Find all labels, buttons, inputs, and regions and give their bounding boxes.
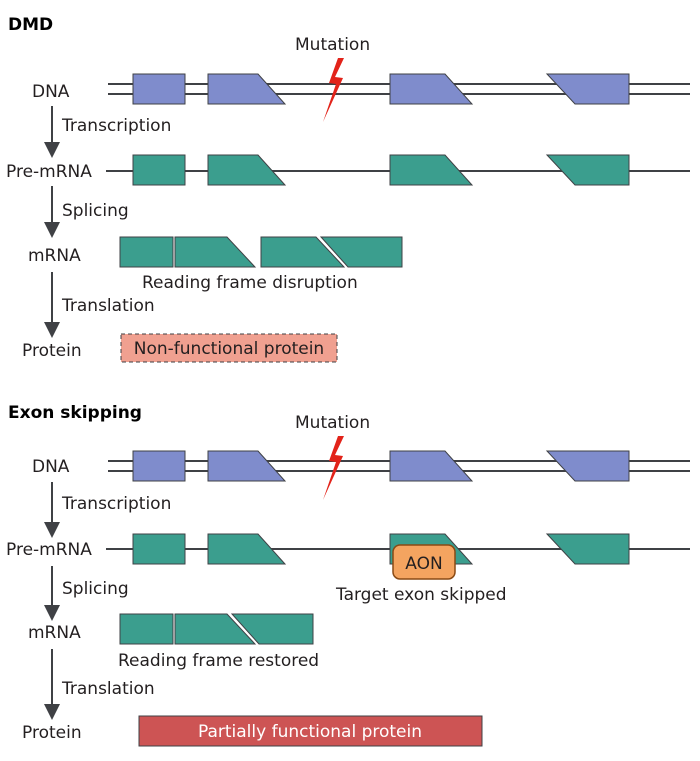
step-label-splicing: Splicing — [62, 201, 129, 221]
partial-protein-label: Partially functional protein — [198, 722, 422, 742]
dna-exon-4 — [545, 73, 630, 105]
dna-exon-2-b — [207, 450, 287, 482]
stage-label-premrna-2: Pre-mRNA — [6, 540, 92, 560]
mrna-restored — [119, 613, 314, 645]
nonfunctional-protein-box — [120, 333, 338, 363]
stage-label-mrna-2: mRNA — [28, 623, 81, 643]
stage-label-protein-2: Protein — [22, 723, 82, 743]
mutation-label: Mutation — [295, 35, 370, 55]
dna-exon-3 — [389, 73, 474, 105]
aon-note: Target exon skipped — [335, 585, 507, 605]
panel-title-dmd: DMD — [8, 15, 53, 35]
premrna-exon-1 — [132, 154, 186, 186]
stage-label-dna: DNA — [32, 82, 70, 102]
premrna-exon-3 — [389, 154, 474, 186]
step-label-splicing-2: Splicing — [62, 579, 129, 599]
aon-badge — [392, 544, 456, 580]
stage-label-mrna: mRNA — [28, 246, 81, 266]
step-label-transcription: Transcription — [61, 116, 171, 136]
stage-label-dna-2: DNA — [32, 457, 70, 477]
mrna-disrupted — [119, 236, 403, 268]
step-label-translation-2: Translation — [61, 679, 155, 699]
stage-label-protein: Protein — [22, 341, 82, 361]
premrna-exon-4-b — [545, 533, 630, 565]
aon-label: AON — [405, 554, 442, 574]
mrna-note-restored: Reading frame restored — [118, 651, 319, 671]
dna-exon-4-b — [545, 450, 630, 482]
dna-exon-3-b — [389, 450, 474, 482]
dna-exon-2 — [207, 73, 287, 105]
partial-protein-box — [138, 715, 483, 747]
premrna-exon-2-b — [207, 533, 287, 565]
mrna-note-disruption: Reading frame disruption — [142, 273, 358, 293]
step-label-translation: Translation — [61, 296, 155, 316]
nonfunctional-protein-label: Non-functional protein — [134, 339, 324, 359]
premrna-exon-2 — [207, 154, 287, 186]
dna-exon-1 — [132, 73, 186, 105]
dna-exon-1-b — [132, 450, 186, 482]
premrna-exon-4 — [545, 154, 630, 186]
step-label-transcription-2: Transcription — [61, 494, 171, 514]
mutation-lightning-icon-2 — [323, 436, 344, 500]
mutation-lightning-icon — [323, 58, 344, 122]
stage-label-premrna: Pre-mRNA — [6, 162, 92, 182]
mutation-label-2: Mutation — [295, 413, 370, 433]
panel-title-exon-skipping: Exon skipping — [8, 403, 142, 423]
premrna-exon-1-b — [132, 533, 186, 565]
